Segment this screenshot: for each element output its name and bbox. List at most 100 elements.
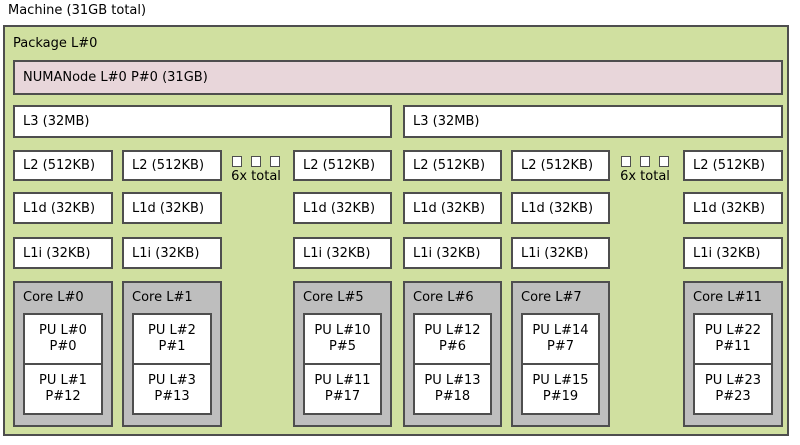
pu-label-line2: P#18 [434, 389, 471, 404]
pu-label-line2: P#12 [45, 389, 81, 404]
pu-label-line1: PU L#11 [314, 373, 371, 388]
pu-label-line2: P#23 [715, 389, 751, 404]
pu-box: PU L#12 P#6 [413, 313, 492, 365]
pu-label-line1: PU L#3 [148, 373, 196, 388]
pu-label-line1: PU L#0 [39, 323, 87, 338]
l3-cache-box-left: L3 (32MB) [13, 105, 392, 138]
l2-cache-label: L2 (512KB) [132, 158, 205, 173]
pu-label-line2: P#5 [328, 339, 356, 354]
pu-stack: PU L#2 P#1 PU L#3 P#13 [132, 313, 212, 415]
l1i-cache-label: L1i (32KB) [23, 245, 91, 261]
core-label: Core L#6 [413, 290, 474, 305]
l1d-cache-box: L1d (32KB) [403, 192, 502, 224]
l1i-cache-label: L1i (32KB) [521, 245, 589, 261]
l1i-cache-label: L1i (32KB) [693, 245, 761, 261]
core-box: Core L#1 PU L#2 P#1 PU L#3 P#13 [122, 281, 222, 427]
l1i-cache-box: L1i (32KB) [511, 237, 610, 269]
pu-label-line2: P#1 [158, 339, 186, 354]
pu-box: PU L#15 P#19 [521, 363, 600, 415]
pu-label-line1: PU L#12 [424, 323, 481, 338]
pu-label-line2: P#19 [542, 389, 579, 404]
l2-cache-label: L2 (512KB) [23, 158, 96, 173]
package-box: Package L#0 NUMANode L#0 P#0 (31GB) L3 (… [3, 25, 789, 436]
elision-squares [223, 156, 289, 167]
pu-label-line1: PU L#15 [532, 373, 589, 388]
l1i-cache-label: L1i (32KB) [132, 245, 200, 261]
core-label: Core L#1 [132, 290, 193, 305]
l2-cache-box: L2 (512KB) [122, 150, 222, 181]
core-box: Core L#6 PU L#12 P#6 PU L#13 P#18 [403, 281, 502, 427]
pu-label-line2: P#17 [324, 389, 361, 404]
l1i-cache-label: L1i (32KB) [413, 245, 481, 261]
elision-square-icon [232, 156, 242, 167]
elision-square-icon [251, 156, 261, 167]
l2-cache-label: L2 (512KB) [413, 158, 486, 173]
core-box: Core L#5 PU L#10 P#5 PU L#11 P#17 [293, 281, 392, 427]
core-box: Core L#7 PU L#14 P#7 PU L#15 P#19 [511, 281, 610, 427]
elision-indicator-right: 6x total [612, 156, 678, 185]
pu-box: PU L#14 P#7 [521, 313, 600, 365]
l1d-cache-box: L1d (32KB) [293, 192, 392, 224]
pu-label-line2: P#13 [154, 389, 190, 404]
elision-label: 6x total [620, 169, 670, 184]
core-label: Core L#0 [23, 290, 84, 305]
pu-box: PU L#1 P#12 [23, 363, 103, 415]
pu-label-line1: PU L#23 [704, 373, 762, 388]
pu-label-line2: P#11 [715, 339, 751, 354]
l1d-cache-box: L1d (32KB) [683, 192, 783, 224]
l1d-cache-label: L1d (32KB) [693, 200, 766, 216]
l1i-cache-label: L1i (32KB) [303, 245, 371, 261]
l1d-cache-label: L1d (32KB) [521, 200, 594, 216]
l1d-cache-box: L1d (32KB) [13, 192, 113, 224]
pu-label-line1: PU L#1 [39, 373, 87, 388]
l1d-cache-label: L1d (32KB) [413, 200, 486, 216]
l3-cache-label: L3 (32MB) [413, 114, 480, 129]
l1d-cache-label: L1d (32KB) [132, 200, 205, 216]
pu-stack: PU L#12 P#6 PU L#13 P#18 [413, 313, 492, 415]
pu-label-line1: PU L#2 [148, 323, 196, 338]
pu-stack: PU L#22 P#11 PU L#23 P#23 [693, 313, 773, 415]
pu-label-line2: P#7 [546, 339, 574, 354]
l1i-cache-box: L1i (32KB) [293, 237, 392, 269]
pu-label-line2: P#0 [49, 339, 77, 354]
l2-cache-label: L2 (512KB) [693, 158, 766, 173]
l1d-cache-box: L1d (32KB) [122, 192, 222, 224]
l1d-cache-box: L1d (32KB) [511, 192, 610, 224]
l1i-cache-box: L1i (32KB) [403, 237, 502, 269]
numanode-label: NUMANode L#0 P#0 (31GB) [23, 70, 208, 85]
pu-box: PU L#2 P#1 [132, 313, 212, 365]
elision-indicator-left: 6x total [223, 156, 289, 185]
core-label: Core L#7 [521, 290, 582, 305]
pu-label-line2: P#6 [438, 339, 466, 354]
l2-cache-box: L2 (512KB) [13, 150, 113, 181]
pu-box: PU L#22 P#11 [693, 313, 773, 365]
pu-box: PU L#10 P#5 [303, 313, 382, 365]
pu-stack: PU L#10 P#5 PU L#11 P#17 [303, 313, 382, 415]
pu-box: PU L#23 P#23 [693, 363, 773, 415]
elision-square-icon [659, 156, 669, 167]
l2-cache-box: L2 (512KB) [683, 150, 783, 181]
package-label: Package L#0 [13, 36, 98, 51]
pu-label-line1: PU L#13 [424, 373, 481, 388]
l3-cache-box-right: L3 (32MB) [403, 105, 783, 138]
elision-label: 6x total [231, 169, 281, 184]
pu-box: PU L#13 P#18 [413, 363, 492, 415]
l1d-cache-label: L1d (32KB) [303, 200, 376, 216]
l1i-cache-box: L1i (32KB) [122, 237, 222, 269]
pu-label-line1: PU L#14 [532, 323, 589, 338]
machine-label: Machine (31GB total) [8, 3, 147, 18]
l2-cache-box: L2 (512KB) [293, 150, 392, 181]
pu-box: PU L#0 P#0 [23, 313, 103, 365]
core-label: Core L#5 [303, 290, 364, 305]
elision-square-icon [621, 156, 631, 167]
core-box: Core L#0 PU L#0 P#0 PU L#1 P#12 [13, 281, 113, 427]
l3-cache-label: L3 (32MB) [23, 114, 90, 129]
l1i-cache-box: L1i (32KB) [13, 237, 113, 269]
elision-square-icon [640, 156, 650, 167]
core-box: Core L#11 PU L#22 P#11 PU L#23 P#23 [683, 281, 783, 427]
l1i-cache-box: L1i (32KB) [683, 237, 783, 269]
numanode-box: NUMANode L#0 P#0 (31GB) [13, 60, 783, 95]
elision-squares [612, 156, 678, 167]
pu-box: PU L#11 P#17 [303, 363, 382, 415]
